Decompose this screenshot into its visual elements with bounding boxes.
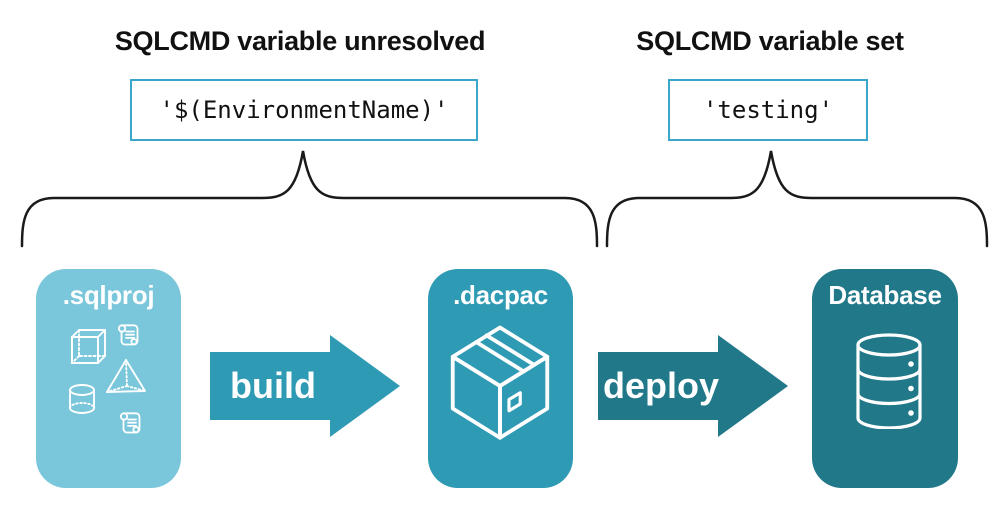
stage-label-database: Database: [828, 280, 942, 310]
right-curly-brace: [605, 150, 989, 248]
code-box-testing-value: 'testing': [668, 79, 868, 141]
deploy-arrow: deploy: [598, 335, 788, 437]
code-box-environment-variable: '$(EnvironmentName)': [130, 79, 478, 141]
stage-card-sqlproj: .sqlproj: [36, 269, 181, 488]
stage-card-database: Database: [812, 269, 958, 488]
scroll-icon: [117, 324, 139, 346]
database-cylinder-icon: [856, 333, 922, 429]
pyramid-icon: [106, 359, 146, 393]
heading-sqlcmd-unresolved: SQLCMD variable unresolved: [114, 26, 486, 56]
deploy-arrow-label: deploy: [602, 365, 719, 406]
stage-label-sqlproj: .sqlproj: [62, 280, 155, 310]
stage-card-dacpac: .dacpac: [428, 269, 573, 488]
package-label-mark: [507, 391, 522, 413]
cylinder-icon: [69, 384, 95, 414]
cube-icon: [71, 329, 106, 364]
build-arrow-label: build: [230, 365, 316, 406]
code-environment-variable-value: '$(EnvironmentName)': [159, 96, 449, 124]
left-curly-brace: [20, 150, 599, 248]
heading-sqlcmd-set: SQLCMD variable set: [636, 26, 904, 56]
package-box-icon: [450, 325, 550, 440]
deploy-arrow-shape: [598, 335, 788, 437]
code-testing-value: 'testing': [702, 96, 834, 124]
build-arrow: build: [210, 335, 400, 437]
build-arrow-shape: [210, 335, 400, 437]
scroll-icon: [119, 412, 141, 434]
sql-objects-icon: [69, 324, 146, 434]
stage-label-dacpac: .dacpac: [453, 280, 548, 310]
